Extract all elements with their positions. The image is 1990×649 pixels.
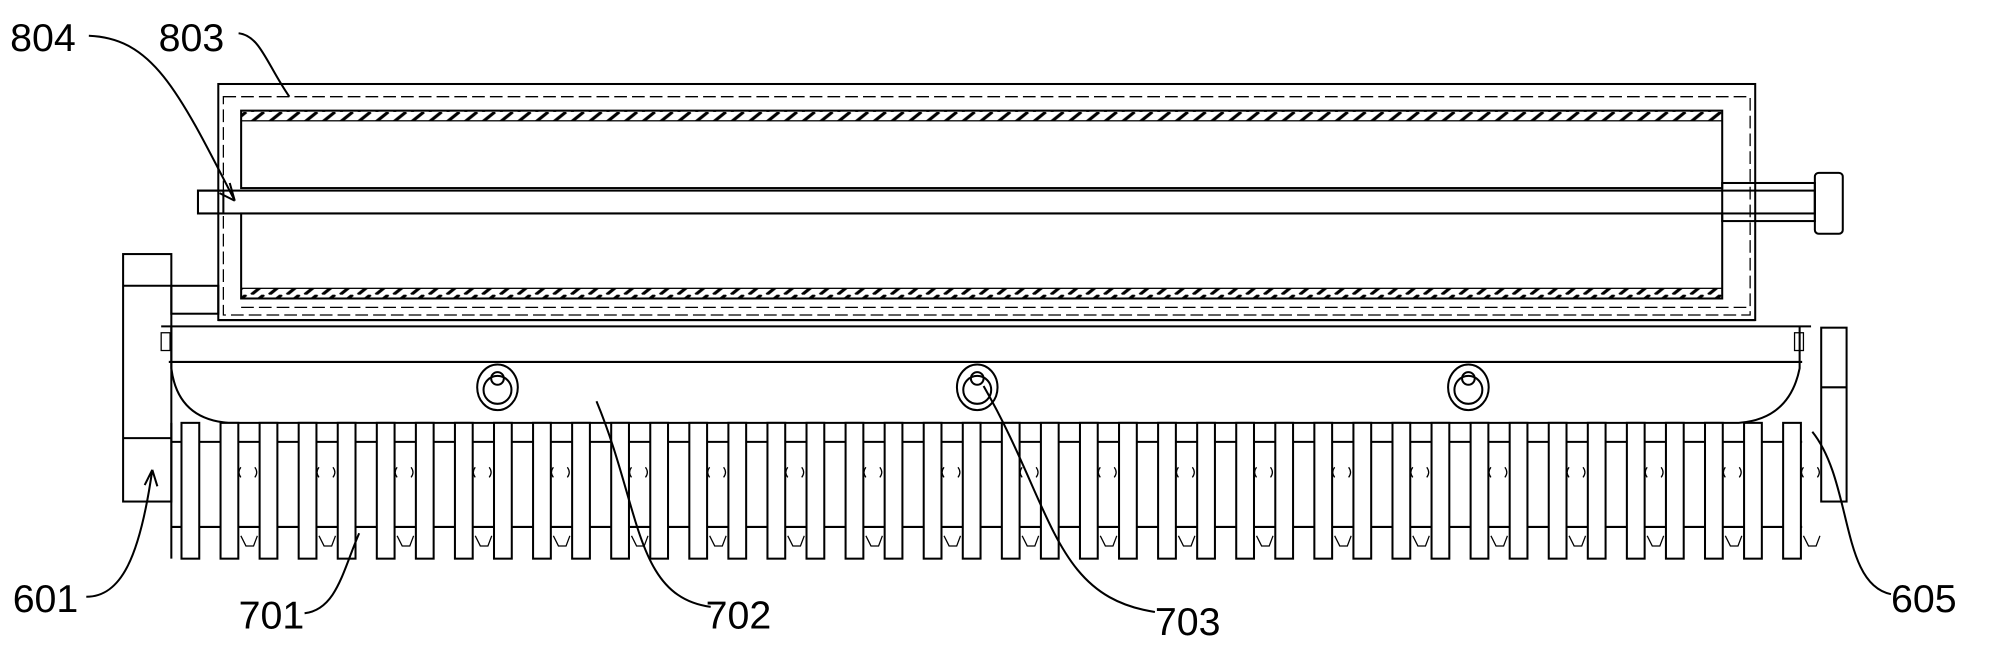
- comb-tooth: [1391, 421, 1430, 560]
- comb-tooth: [1743, 421, 1763, 560]
- shaft-804: [196, 171, 1844, 235]
- comb-tooth: [727, 421, 748, 560]
- comb-tooth: [571, 421, 591, 560]
- comb-tooth: [219, 421, 258, 560]
- leader-605: [1811, 431, 1892, 596]
- comb-tooth: [1157, 421, 1196, 560]
- comb-tooth: [453, 421, 493, 560]
- comb-tooth: [883, 421, 904, 560]
- comb-tooth: [1313, 421, 1352, 560]
- comb-tooth: [1000, 421, 1040, 560]
- comb-tooth: [1430, 421, 1451, 560]
- label-605: 605: [1891, 577, 1957, 621]
- comb-tooth: [1469, 421, 1509, 560]
- comb-tooth: [805, 421, 826, 560]
- comb-tooth: [766, 421, 805, 560]
- label-803: 803: [159, 16, 225, 60]
- comb-plate-702: [160, 325, 1812, 424]
- label-701: 701: [239, 593, 305, 637]
- comb-teeth-701: [170, 421, 1821, 560]
- comb-tooth: [1664, 421, 1685, 560]
- label-804: 804: [10, 16, 76, 60]
- comb-tooth: [649, 421, 670, 560]
- comb-tooth: [336, 421, 357, 560]
- comb-tooth: [961, 421, 982, 560]
- bolt-icon: [1447, 363, 1490, 412]
- leader-701: [304, 532, 361, 615]
- leader-703: [982, 385, 1156, 613]
- bolts-703: [476, 363, 1490, 412]
- comb-tooth: [1547, 421, 1587, 560]
- comb-tooth: [1039, 421, 1060, 560]
- comb-tooth: [922, 421, 962, 560]
- comb-tooth: [1274, 421, 1295, 560]
- comb-tooth: [180, 421, 201, 560]
- comb-tooth: [610, 421, 649, 560]
- bolt-icon: [476, 363, 519, 412]
- drum-roller: [218, 109, 1756, 322]
- leader-601: [86, 469, 159, 598]
- comb-tooth: [1625, 421, 1665, 560]
- label-601: 601: [13, 577, 79, 621]
- comb-tooth: [1235, 421, 1274, 560]
- comb-tooth: [414, 421, 435, 560]
- comb-tooth: [297, 421, 337, 560]
- comb-tooth: [1508, 421, 1529, 560]
- side-plate-605: [1820, 326, 1848, 503]
- comb-tooth: [1078, 421, 1118, 560]
- comb-tooth: [844, 421, 883, 560]
- comb-tooth: [1196, 421, 1216, 560]
- comb-tooth: [688, 421, 727, 560]
- bolt-icon: [955, 363, 999, 412]
- label-703: 703: [1155, 600, 1221, 644]
- comb-tooth: [258, 421, 279, 560]
- comb-tooth: [1703, 421, 1743, 560]
- comb-tooth: [1352, 421, 1373, 560]
- label-702: 702: [706, 593, 772, 637]
- leader-803: [238, 32, 291, 98]
- leader-702: [595, 400, 711, 608]
- leader-lines: [86, 32, 1892, 615]
- comb-tooth: [1782, 421, 1821, 560]
- comb-tooth: [1586, 421, 1607, 560]
- comb-tooth: [492, 421, 513, 560]
- comb-tooth: [375, 421, 415, 560]
- comb-tooth: [532, 421, 571, 560]
- comb-tooth: [1118, 421, 1138, 560]
- leader-804: [88, 34, 236, 202]
